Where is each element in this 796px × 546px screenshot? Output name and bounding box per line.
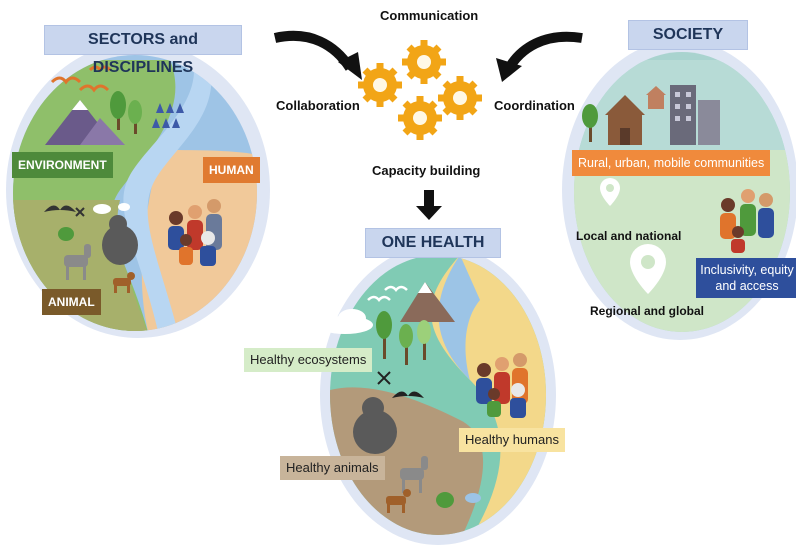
gear-icon [358,63,402,107]
location-pin-icon [600,178,620,206]
capacity-building-label: Capacity building [372,163,481,178]
plants-icon [152,103,184,128]
local-national-label: Local and national [576,229,682,243]
bird-icon [50,65,112,93]
coordination-label: Coordination [494,98,575,113]
gear-icon [402,40,446,84]
tree-icon [582,104,598,142]
cloud-icon [317,309,373,334]
fish-icon [465,493,481,503]
gorilla-icon [353,397,397,454]
healthy-humans-label: Healthy humans [459,428,565,452]
inclusivity-tag: Inclusivity, equity and access [696,258,796,298]
society-title: SOCIETY [628,20,748,50]
communities-tag: Rural, urban, mobile communities [572,150,771,176]
house-icon [605,86,666,145]
chicken-icon [436,492,454,508]
gear-icon [398,96,442,140]
sectors-title: SECTORS and DISCIPLINES [44,25,242,76]
one-health-ellipse [317,245,556,545]
dog-icon [113,272,135,293]
people-icon [476,353,528,418]
sectors-ellipse [6,42,270,338]
chicken-icon [58,227,74,241]
one-health-title: ONE HEALTH [365,228,501,258]
mountain-icon [45,100,125,145]
bat-icon [44,205,76,212]
people-icon [720,189,774,253]
environment-tag: ENVIRONMENT [12,152,113,178]
gears-cluster [358,40,482,140]
fish-icon [93,203,130,214]
healthy-animals-label: Healthy animals [280,456,385,480]
mosquito-icon [377,371,391,385]
mountain-icon [400,282,455,322]
dog-icon [386,489,411,513]
collaboration-label: Collaboration [276,98,360,113]
bat-icon [392,391,424,398]
curved-arrow-icon [496,31,583,82]
down-arrow-icon [416,190,442,220]
human-tag: HUMAN [203,157,260,183]
gear-icon [438,76,482,120]
tree-icon [110,91,142,134]
regional-global-label: Regional and global [590,304,705,318]
tree-icon [376,311,431,365]
building-icon [670,85,720,145]
communication-label: Communication [380,8,479,23]
goat-icon [64,244,91,280]
location-pin-icon [630,244,666,294]
goat-icon [400,456,428,493]
gorilla-icon [102,215,138,265]
mosquito-icon [75,207,85,217]
curved-arrow-icon [273,30,362,80]
animal-tag: ANIMAL [42,289,101,315]
bird-icon [367,285,408,302]
people-icon [168,199,222,266]
healthy-ecosystems-label: Healthy ecosystems [244,348,373,372]
